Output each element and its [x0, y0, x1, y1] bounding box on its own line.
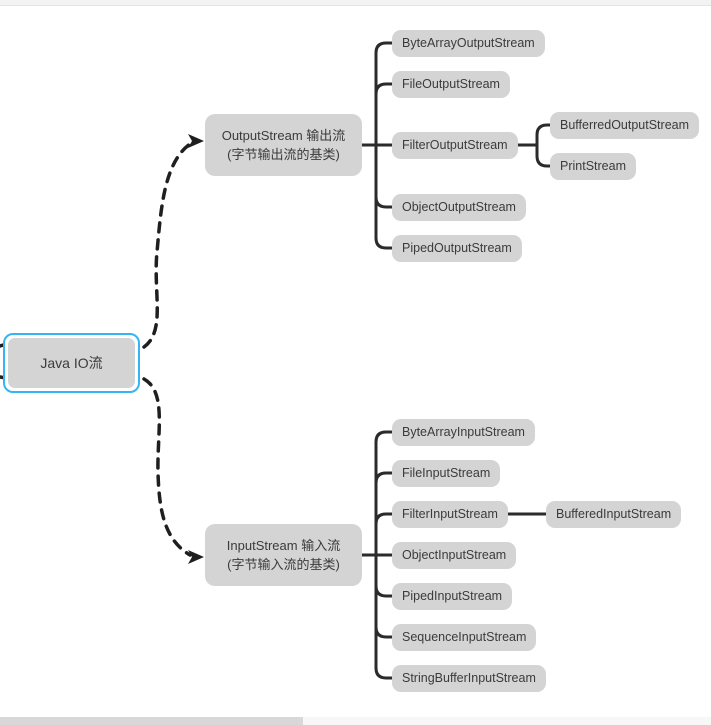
node-bytearrayoutputstream[interactable]: ByteArrayOutputStream: [392, 29, 545, 57]
dashed-link-root-to-input: [142, 377, 192, 557]
connector-bufferredoutput: [535, 123, 554, 147]
connector-printstream: [535, 143, 554, 168]
node-outputstream-title: OutputStream 输出流: [221, 128, 346, 143]
node-fileinputstream[interactable]: FileInputStream: [392, 459, 501, 487]
connector-objectoutput: [374, 143, 394, 209]
connector-bytearrayoutput: [374, 41, 394, 147]
connector-fileoutput: [374, 82, 394, 147]
node-sequenceinputstream[interactable]: SequenceInputStream: [392, 623, 537, 651]
node-outputstream-subtitle: (字节输出流的基类): [227, 147, 340, 162]
node-bufferedinputstream[interactable]: BufferedInputStream: [546, 500, 682, 528]
connector-pipedinput: [374, 553, 394, 598]
horizontal-scrollbar-thumb[interactable]: [0, 717, 303, 725]
node-outputstream[interactable]: OutputStream 输出流 (字节输出流的基类): [205, 114, 362, 176]
arrowhead-input: [188, 550, 204, 564]
node-inputstream[interactable]: InputStream 输入流 (字节输入流的基类): [205, 524, 362, 586]
node-printstream[interactable]: PrintStream: [550, 152, 636, 180]
selection-outline: Java IO流: [3, 333, 140, 393]
node-inputstream-title: InputStream 输入流: [226, 538, 341, 553]
node-inputstream-subtitle: (字节输入流的基类): [227, 557, 340, 572]
node-fileoutputstream[interactable]: FileOutputStream: [392, 70, 510, 98]
node-bytearrayinputstream[interactable]: ByteArrayInputStream: [392, 418, 535, 446]
connector-bytearrayinput: [374, 430, 394, 557]
node-pipedinputstream[interactable]: PipedInputStream: [392, 582, 513, 610]
connector-filterinput: [374, 512, 394, 557]
node-bufferredoutputstream[interactable]: BufferredOutputStream: [550, 111, 700, 139]
arrowhead-output: [188, 134, 204, 148]
node-stringbufferinputstream[interactable]: StringBufferInputStream: [392, 664, 546, 692]
dashed-link-root-to-output: [142, 142, 192, 349]
connector-fileinput: [374, 471, 394, 557]
node-objectoutputstream[interactable]: ObjectOutputStream: [392, 193, 526, 221]
connector-pipedoutput: [374, 143, 394, 250]
top-toolbar-edge: [0, 0, 711, 6]
connector-stringbufferinput: [374, 553, 394, 680]
node-filterinputstream[interactable]: FilterInputStream: [392, 500, 508, 528]
horizontal-scrollbar[interactable]: [0, 717, 711, 725]
node-pipedoutputstream[interactable]: PipedOutputStream: [392, 234, 522, 262]
node-filteroutputstream[interactable]: FilterOutputStream: [392, 131, 518, 159]
node-root-java-io[interactable]: Java IO流: [8, 338, 135, 388]
node-objectinputstream[interactable]: ObjectInputStream: [392, 541, 517, 569]
